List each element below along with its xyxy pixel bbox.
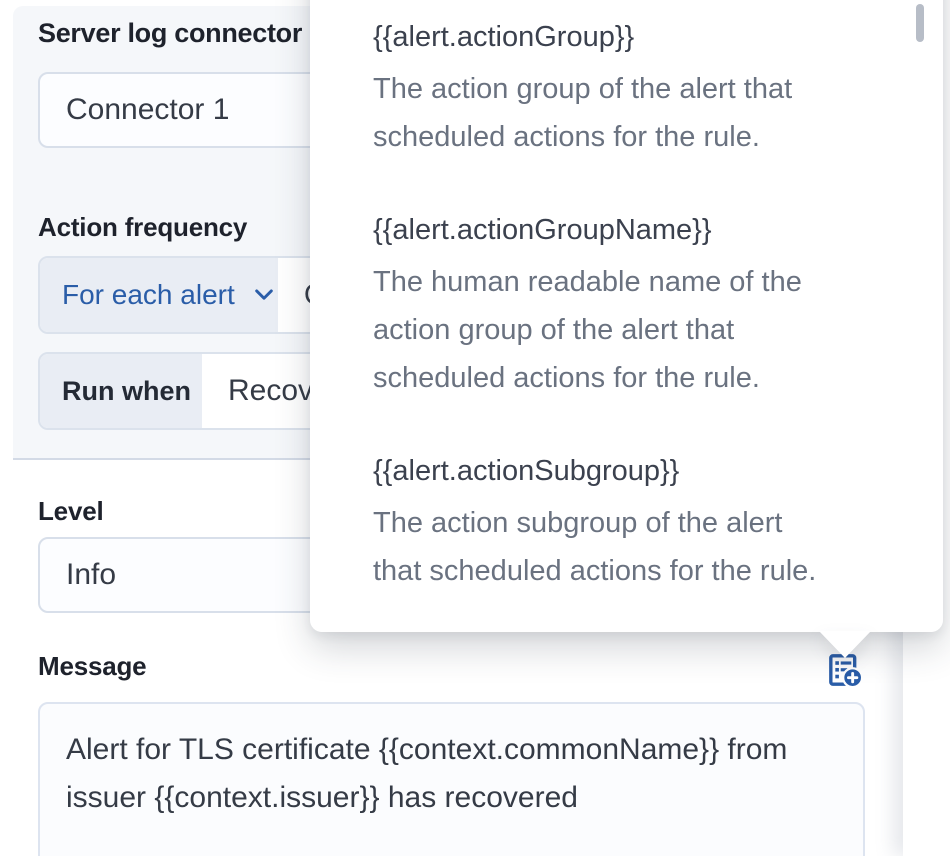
popover-scrollbar[interactable] [916, 4, 924, 42]
variables-list: {{alert.actionGroup}} The action group o… [373, 13, 835, 595]
variable-name: {{alert.actionGroup}} [373, 21, 635, 53]
action-frequency-label: Action frequency [38, 212, 248, 242]
message-textarea[interactable]: Alert for TLS certificate {{context.comm… [38, 702, 865, 856]
message-label: Message [38, 651, 147, 681]
notify-for-select[interactable]: For each alert [40, 258, 278, 332]
list-add-icon [827, 652, 864, 691]
variable-option[interactable]: {{alert.actionGroupName}} The human read… [373, 206, 835, 402]
level-label: Level [38, 496, 104, 526]
add-variable-button[interactable] [825, 651, 865, 691]
connector-select-value: Connector 1 [66, 93, 230, 126]
variable-option[interactable]: {{alert.actionSubgroup}} The action subg… [373, 447, 835, 595]
popover-arrow [819, 631, 871, 658]
panel-title: Server log connector [38, 18, 303, 48]
variable-description: The action group of the alert that sched… [373, 73, 793, 153]
run-when-label-segment: Run when [40, 354, 202, 428]
level-select-value: Info [66, 558, 117, 591]
variable-name: {{alert.actionSubgroup}} [373, 455, 680, 487]
variable-description: The human readable name of the action gr… [373, 266, 802, 394]
variable-name: {{alert.actionGroupName}} [373, 214, 712, 246]
run-when-label: Run when [62, 375, 191, 406]
notify-for-value: For each alert [62, 279, 235, 310]
chevron-down-icon [251, 282, 277, 308]
variable-option[interactable]: {{alert.actionGroup}} The action group o… [373, 13, 835, 161]
alert-variables-popover: {{alert.actionGroup}} The action group o… [310, 0, 943, 632]
variable-description: The action subgroup of the alert that sc… [373, 507, 817, 587]
popover-bottom-fade [310, 602, 943, 632]
